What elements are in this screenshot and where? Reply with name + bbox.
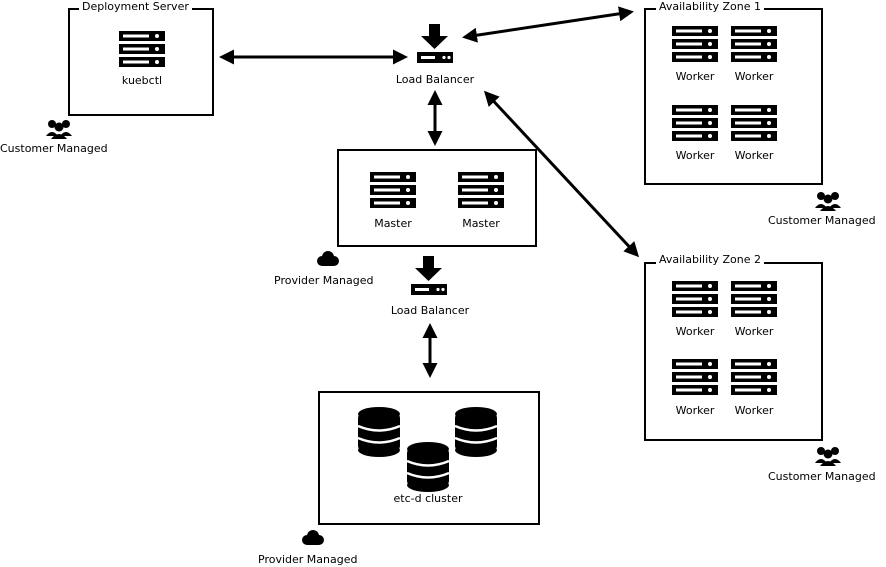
- database-icon: [405, 440, 451, 494]
- load-balancer-label: Load Balancer: [395, 73, 475, 86]
- worker-label: Worker: [734, 149, 774, 162]
- worker-server-icon: [731, 26, 777, 62]
- zone1-title: Availability Zone 1: [656, 0, 764, 13]
- worker-label: Worker: [675, 70, 715, 83]
- cloud-icon: [302, 530, 324, 545]
- master-label: Master: [374, 217, 412, 230]
- master-nodes-box: [337, 149, 537, 247]
- worker-server-icon: [672, 105, 718, 141]
- worker-label: Worker: [734, 404, 774, 417]
- worker-label: Worker: [734, 325, 774, 338]
- worker-server-icon: [731, 359, 777, 395]
- provider-managed-label: Provider Managed: [274, 274, 374, 287]
- etcd-cluster-label: etc-d cluster: [393, 492, 463, 505]
- provider-managed-label: Provider Managed: [258, 553, 358, 566]
- worker-server-icon: [672, 281, 718, 317]
- worker-label: Worker: [734, 70, 774, 83]
- arrow-lb-to-zone2: [483, 90, 640, 258]
- worker-server-icon: [731, 281, 777, 317]
- worker-label: Worker: [675, 404, 715, 417]
- load-balancer-label: Load Balancer: [390, 304, 470, 317]
- load-balancer-icon: [417, 24, 453, 63]
- arrow-lb-to-zone1: [462, 6, 634, 43]
- zone2-title: Availability Zone 2: [656, 253, 764, 266]
- master-label: Master: [462, 217, 500, 230]
- database-icon: [356, 405, 402, 459]
- load-balancer-icon: [411, 256, 447, 295]
- kubectl-label: kuebctl: [121, 74, 163, 87]
- people-group-icon: [815, 192, 841, 211]
- etcd-cluster-box: [318, 391, 540, 525]
- customer-managed-label: Customer Managed: [768, 470, 876, 483]
- master-server-icon: [370, 172, 416, 208]
- deployment-server-title: Deployment Server: [79, 0, 192, 13]
- worker-label: Worker: [675, 149, 715, 162]
- customer-managed-label: Customer Managed: [768, 214, 876, 227]
- worker-server-icon: [731, 105, 777, 141]
- people-group-icon: [46, 120, 72, 139]
- master-server-icon: [458, 172, 504, 208]
- deployment-server-icon: [119, 31, 165, 67]
- worker-server-icon: [672, 26, 718, 62]
- customer-managed-label: Customer Managed: [0, 142, 108, 155]
- worker-label: Worker: [675, 325, 715, 338]
- people-group-icon: [815, 447, 841, 466]
- worker-server-icon: [672, 359, 718, 395]
- cloud-icon: [317, 251, 339, 266]
- database-icon: [453, 405, 499, 459]
